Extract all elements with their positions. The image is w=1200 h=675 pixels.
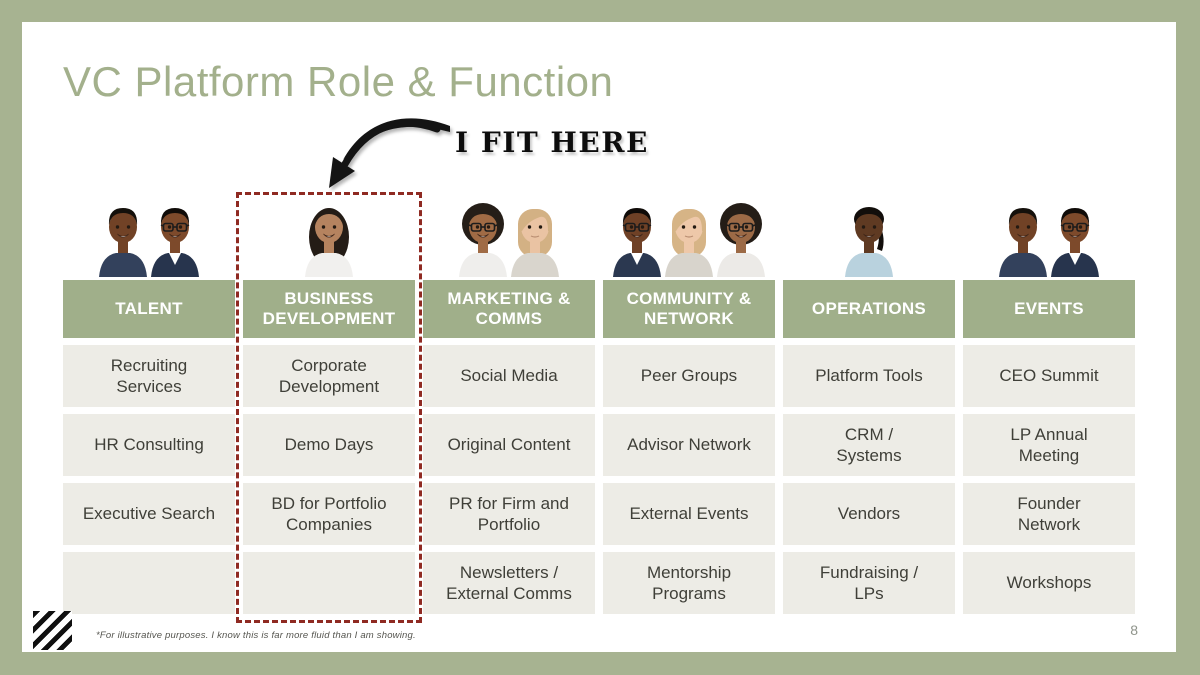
slide-title: VC Platform Role & Function bbox=[63, 58, 614, 105]
table-cell-founder-network: Founder Network bbox=[963, 483, 1135, 545]
column-header-marketing-comms: MARKETING & COMMS bbox=[423, 280, 595, 338]
headshot-group-events bbox=[963, 197, 1135, 277]
headshot-woman-braids-blue-top-icon bbox=[845, 207, 893, 277]
table-cell-newsletters-external-comms: Newsletters / External Comms bbox=[423, 552, 595, 614]
headshot-group-business-development bbox=[243, 197, 415, 277]
headshot-woman-blonde-icon bbox=[665, 209, 713, 277]
slide: VC Platform Role & Function I FIT HERE T… bbox=[22, 22, 1176, 652]
table-cell-workshops: Workshops bbox=[963, 552, 1135, 614]
fit-here-label: I FIT HERE bbox=[455, 126, 649, 159]
column-header-talent: TALENT bbox=[63, 280, 235, 338]
table-cell-vendors: Vendors bbox=[783, 483, 955, 545]
table-cell-peer-groups: Peer Groups bbox=[603, 345, 775, 407]
headshot-woman-long-curly-hair-icon bbox=[305, 208, 353, 277]
headshot-woman-curly-glasses-icon bbox=[717, 203, 765, 277]
table-cell-bd-for-portfolio-companies: BD for Portfolio Companies bbox=[243, 483, 415, 545]
table-cell-social-media: Social Media bbox=[423, 345, 595, 407]
table-cell-platform-tools: Platform Tools bbox=[783, 345, 955, 407]
headshot-man-glasses-blazer-icon bbox=[1051, 208, 1099, 277]
table-cell-mentorship-programs: Mentorship Programs bbox=[603, 552, 775, 614]
table-cell-empty bbox=[63, 552, 235, 614]
headshot-man-short-hair-icon bbox=[999, 208, 1047, 277]
curved-arrow-icon bbox=[329, 118, 450, 188]
table-cell-ceo-summit: CEO Summit bbox=[963, 345, 1135, 407]
table-cell-demo-days: Demo Days bbox=[243, 414, 415, 476]
headshot-woman-curly-glasses-icon bbox=[459, 203, 507, 277]
table-cell-corporate-development: Corporate Development bbox=[243, 345, 415, 407]
table-column-business-development: BUSINESS DEVELOPMENT Corporate Developmen… bbox=[243, 280, 415, 614]
page-number: 8 bbox=[1130, 622, 1138, 638]
table-cell-advisor-network: Advisor Network bbox=[603, 414, 775, 476]
table-cell-recruiting-services: Recruiting Services bbox=[63, 345, 235, 407]
headshot-man-glasses-blazer-icon bbox=[613, 208, 661, 277]
headshot-woman-blonde-icon bbox=[511, 209, 559, 277]
table-cell-external-events: External Events bbox=[603, 483, 775, 545]
table-cell-executive-search: Executive Search bbox=[63, 483, 235, 545]
table-cell-pr-for-firm-and-portfolio: PR for Firm and Portfolio bbox=[423, 483, 595, 545]
column-header-community-network: COMMUNITY & NETWORK bbox=[603, 280, 775, 338]
headshot-man-short-hair-icon bbox=[99, 208, 147, 277]
table-cell-hr-consulting: HR Consulting bbox=[63, 414, 235, 476]
column-header-events: EVENTS bbox=[963, 280, 1135, 338]
headshot-group-operations bbox=[783, 197, 955, 277]
table-cell-crm-systems: CRM / Systems bbox=[783, 414, 955, 476]
headshot-group-community-network bbox=[603, 197, 775, 277]
headshot-group-talent bbox=[63, 197, 235, 277]
headshot-group-marketing-comms bbox=[423, 197, 595, 277]
table-cell-fundraising-lps: Fundraising / LPs bbox=[783, 552, 955, 614]
footnote-text: *For illustrative purposes. I know this … bbox=[96, 630, 416, 641]
table-cell-empty bbox=[243, 552, 415, 614]
striped-logo bbox=[33, 611, 72, 650]
column-header-business-development: BUSINESS DEVELOPMENT bbox=[243, 280, 415, 338]
table-cell-lp-annual-meeting: LP Annual Meeting bbox=[963, 414, 1135, 476]
column-header-operations: OPERATIONS bbox=[783, 280, 955, 338]
headshot-man-glasses-blazer-icon bbox=[151, 208, 199, 277]
headshots-row bbox=[63, 192, 1135, 277]
table-cell-original-content: Original Content bbox=[423, 414, 595, 476]
